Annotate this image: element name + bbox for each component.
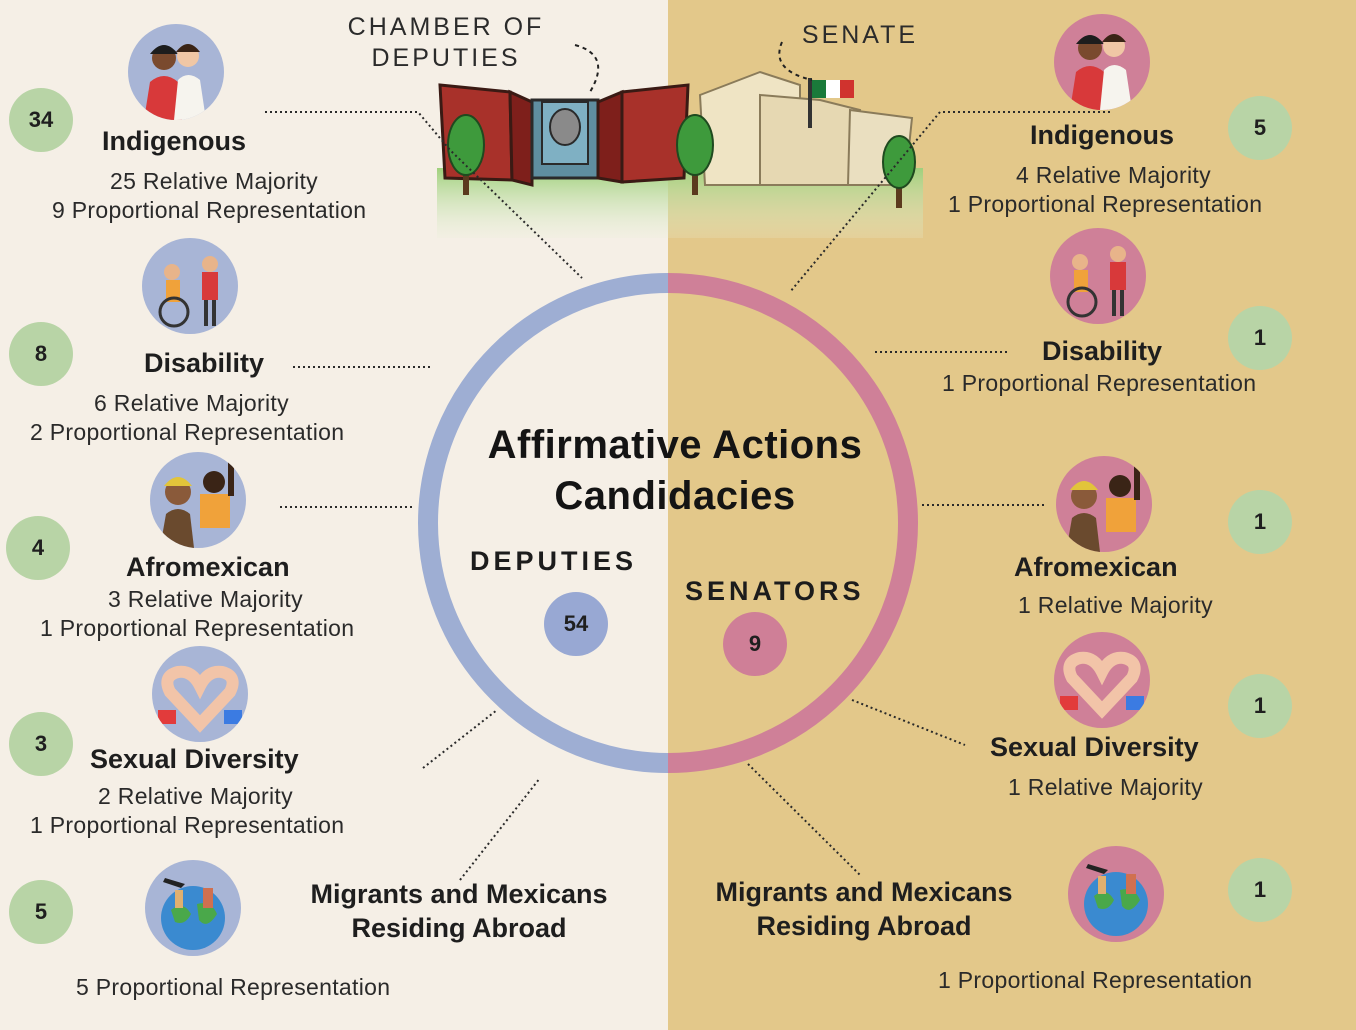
senators-afromexican-line1: 1 Relative Majority [1018,592,1213,618]
deputies-total-badge: 54 [544,592,608,656]
senators-group-label: SENATORS [685,576,865,606]
senators-migrants-count-badge: 1 [1228,858,1292,922]
deputies-migrants-count-badge: 5 [9,880,73,944]
disability-icon [142,238,238,334]
senators-sexual-diversity-count-badge: 1 [1228,674,1292,738]
globe-travel-icon [145,860,241,956]
indigenous-women-icon [1054,14,1150,110]
senators-afromexican-title: Afromexican [1014,552,1178,582]
afromexican-icon [150,452,246,548]
deputies-afromexican-title: Afromexican [126,552,290,582]
chamber-label-line1: CHAMBER OF [347,13,545,41]
tree-icon [447,114,485,195]
senators-total-badge: 9 [723,612,787,676]
senators-sexual-diversity-title: Sexual Diversity [990,732,1199,762]
arrow-to-chamber [574,44,600,93]
senators-sexual-diversity-line1: 1 Relative Majority [1008,774,1203,800]
senators-migrants-title-line1: Migrants and Mexicans [715,877,1013,907]
chamber-of-deputies-label: CHAMBER OF DEPUTIES [340,12,552,75]
deputies-sexual-diversity-title: Sexual Diversity [90,744,299,774]
senate-building-icon [698,70,914,186]
deputies-afromexican-line1: 3 Relative Majority [108,586,303,612]
senators-disability-count-badge: 1 [1228,306,1292,370]
indigenous-women-icon [128,24,224,120]
senators-indigenous-count-badge: 5 [1228,96,1292,160]
arrow-to-senate [778,41,813,81]
tree-icon [882,135,916,208]
title-line2: Candidacies [554,474,796,519]
title-line1: Affirmative Actions [487,423,863,467]
deputies-migrants-line1: 5 Proportional Representation [76,974,391,1000]
deputies-afromexican-count-badge: 4 [6,516,70,580]
deputies-indigenous-count-badge: 34 [9,88,73,152]
deputies-migrants-title: Migrants and Mexicans Residing Abroad [304,878,614,946]
senators-migrants-title-line2: Residing Abroad [756,910,972,941]
chamber-label-line2: DEPUTIES [371,44,521,73]
deputies-disability-line2: 2 Proportional Representation [30,419,345,445]
senators-indigenous-line1: 4 Relative Majority [1016,162,1211,188]
disability-icon [1050,228,1146,324]
diagram-title: Affirmative Actions Candidacies [420,420,930,522]
deputies-disability-line1: 6 Relative Majority [94,390,289,416]
deputies-indigenous-line2: 9 Proportional Representation [52,197,367,223]
deputies-sexual-diversity-line1: 2 Relative Majority [98,783,293,809]
connector-lines [265,111,1110,881]
senators-disability-line1: 1 Proportional Representation [942,370,1257,396]
deputies-sexual-diversity-line2: 1 Proportional Representation [30,812,345,838]
deputies-sexual-diversity-count-badge: 3 [9,712,73,776]
deputies-migrants-title-line2: Residing Abroad [351,912,567,943]
heart-hands-icon [152,646,248,742]
heart-hands-icon [1054,632,1150,728]
globe-travel-icon [1068,846,1164,942]
deputies-afromexican-line2: 1 Proportional Representation [40,615,355,641]
deputies-indigenous-line1: 25 Relative Majority [110,168,318,194]
senators-disability-title: Disability [1042,336,1163,366]
deputies-disability-count-badge: 8 [9,322,73,386]
deputies-migrants-title-line1: Migrants and Mexicans [310,879,608,909]
deputies-ring-arc [418,273,669,773]
deputies-indigenous-title: Indigenous [102,126,246,156]
deputies-group-label: DEPUTIES [470,546,638,576]
senators-migrants-line1: 1 Proportional Representation [938,967,1253,993]
afromexican-icon [1056,456,1152,552]
senators-migrants-title: Migrants and Mexicans Residing Abroad [708,876,1020,944]
senate-label: SENATE [801,21,919,49]
senators-indigenous-title: Indigenous [1030,120,1174,150]
senators-indigenous-line2: 1 Proportional Representation [948,191,1263,217]
senators-afromexican-count-badge: 1 [1228,490,1292,554]
senators-ring-arc [667,273,918,773]
tree-icon [676,114,714,195]
deputies-disability-title: Disability [144,348,265,378]
